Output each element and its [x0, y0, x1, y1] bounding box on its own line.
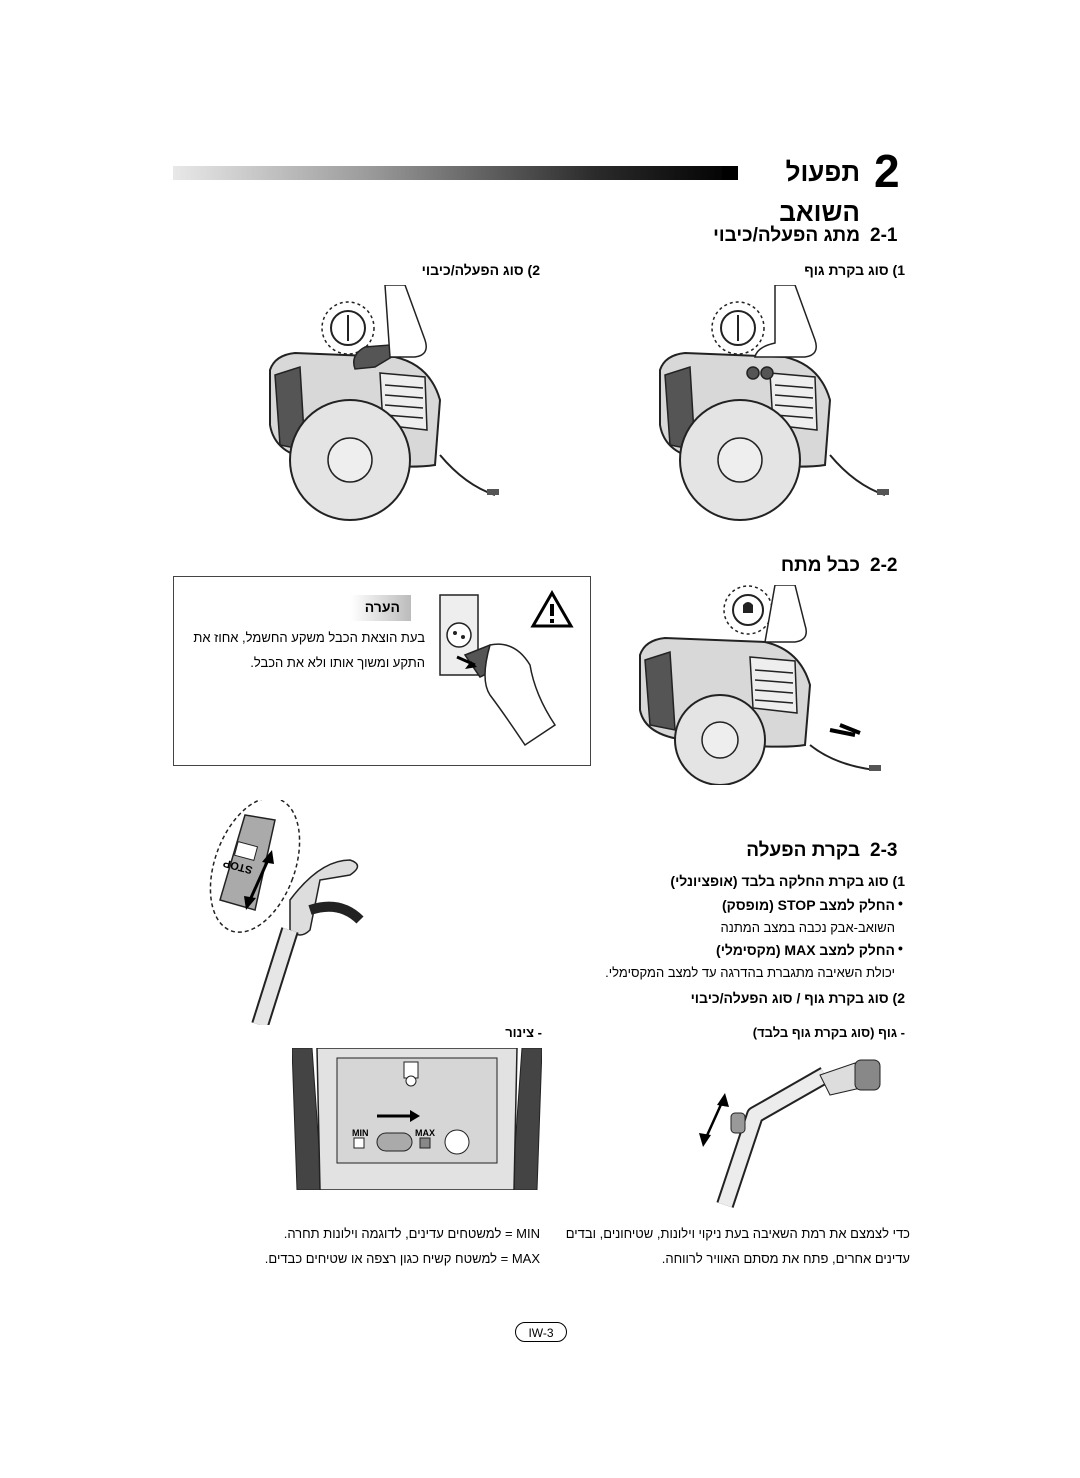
footer-right-line-1: כדי לצמצם את רמת השאיבה בעת ניקוי וילונו… [565, 1226, 910, 1241]
section-2-2-heading: כבל מתח [780, 555, 860, 576]
bullet-max-text: יכולת השאיבה מתגברת בהדרגה עד למצב המקסי… [605, 965, 895, 980]
page-title: תפעול השואב [779, 157, 860, 227]
max-label: MAX [415, 1128, 435, 1138]
vacuum-illustration-on-off [269, 285, 499, 521]
bullet-stop-dot: • [898, 895, 903, 911]
vacuum-illustration-body-control [659, 285, 889, 521]
step-on-off: 2) סוג הפעלה/כיבוי [421, 262, 540, 278]
section-2-3-heading: בקרת הפעלה [746, 840, 860, 861]
bullet-stop: החלק למצב STOP (מופסק) [722, 897, 895, 913]
item-body-only: - גוף (סוג בקרת גוף בלבד) [752, 1025, 905, 1040]
step-body-control: 1) סוג בקרת גוף [804, 262, 905, 278]
footer-left-line-2: MAX = למשטח קשיח כגון רצפה או שטיחים כבד… [264, 1251, 540, 1266]
vacuum-illustration-cord [639, 585, 881, 785]
slide-control-subheading: 1) סוג בקרת החלקה בלבד (אופציונלי) [670, 873, 905, 889]
plug-removal-illustration [439, 594, 557, 747]
section-2-1-number: 2-1 [870, 225, 898, 246]
item-pipe: - צינור [505, 1025, 542, 1040]
title-gradient-bar [173, 166, 738, 180]
body-control-subheading: 2) סוג בקרת גוף / סוג הפעלה/כיבוי [690, 990, 905, 1006]
footer-left-line-1: MIN = למשטחים עדינים, לדוגמה וילונות תחר… [283, 1226, 540, 1241]
warning-triangle-icon [530, 590, 574, 628]
note-box [173, 576, 591, 766]
section-2-2-number: 2-2 [870, 555, 898, 576]
bullet-max-dot: • [898, 940, 903, 956]
note-title: הערה [364, 599, 400, 615]
section-number: 2 [874, 145, 900, 197]
bullet-stop-text: השואב-אבק נכבה במצב המתנה [720, 920, 895, 935]
page-number: IW-3 [515, 1322, 567, 1342]
note-tag-background [351, 595, 411, 621]
hose-handle-illustration: STOP [209, 800, 364, 1025]
section-2-3-number: 2-3 [870, 840, 898, 861]
bullet-max: החלק למצב MAX (מקסימלי) [716, 942, 895, 958]
title-bar-end [722, 166, 738, 180]
section-2-1-heading: מתג הפעלה/כיבוי [713, 225, 860, 246]
pipe-control-illustration [699, 1059, 881, 1208]
note-line-1: בעת הוצאת הכבל משקע החשמל, אחוז את [193, 630, 425, 645]
vacuum-body-control-illustration: MIN MAX [292, 1048, 542, 1190]
min-label: MIN [352, 1128, 369, 1138]
note-line-2: התקע ומשוך אותו ולא את הכבל. [250, 655, 425, 670]
footer-right-line-2: עדינים אחרים, פתח את מסתם האוויר לרווחה. [661, 1251, 910, 1266]
